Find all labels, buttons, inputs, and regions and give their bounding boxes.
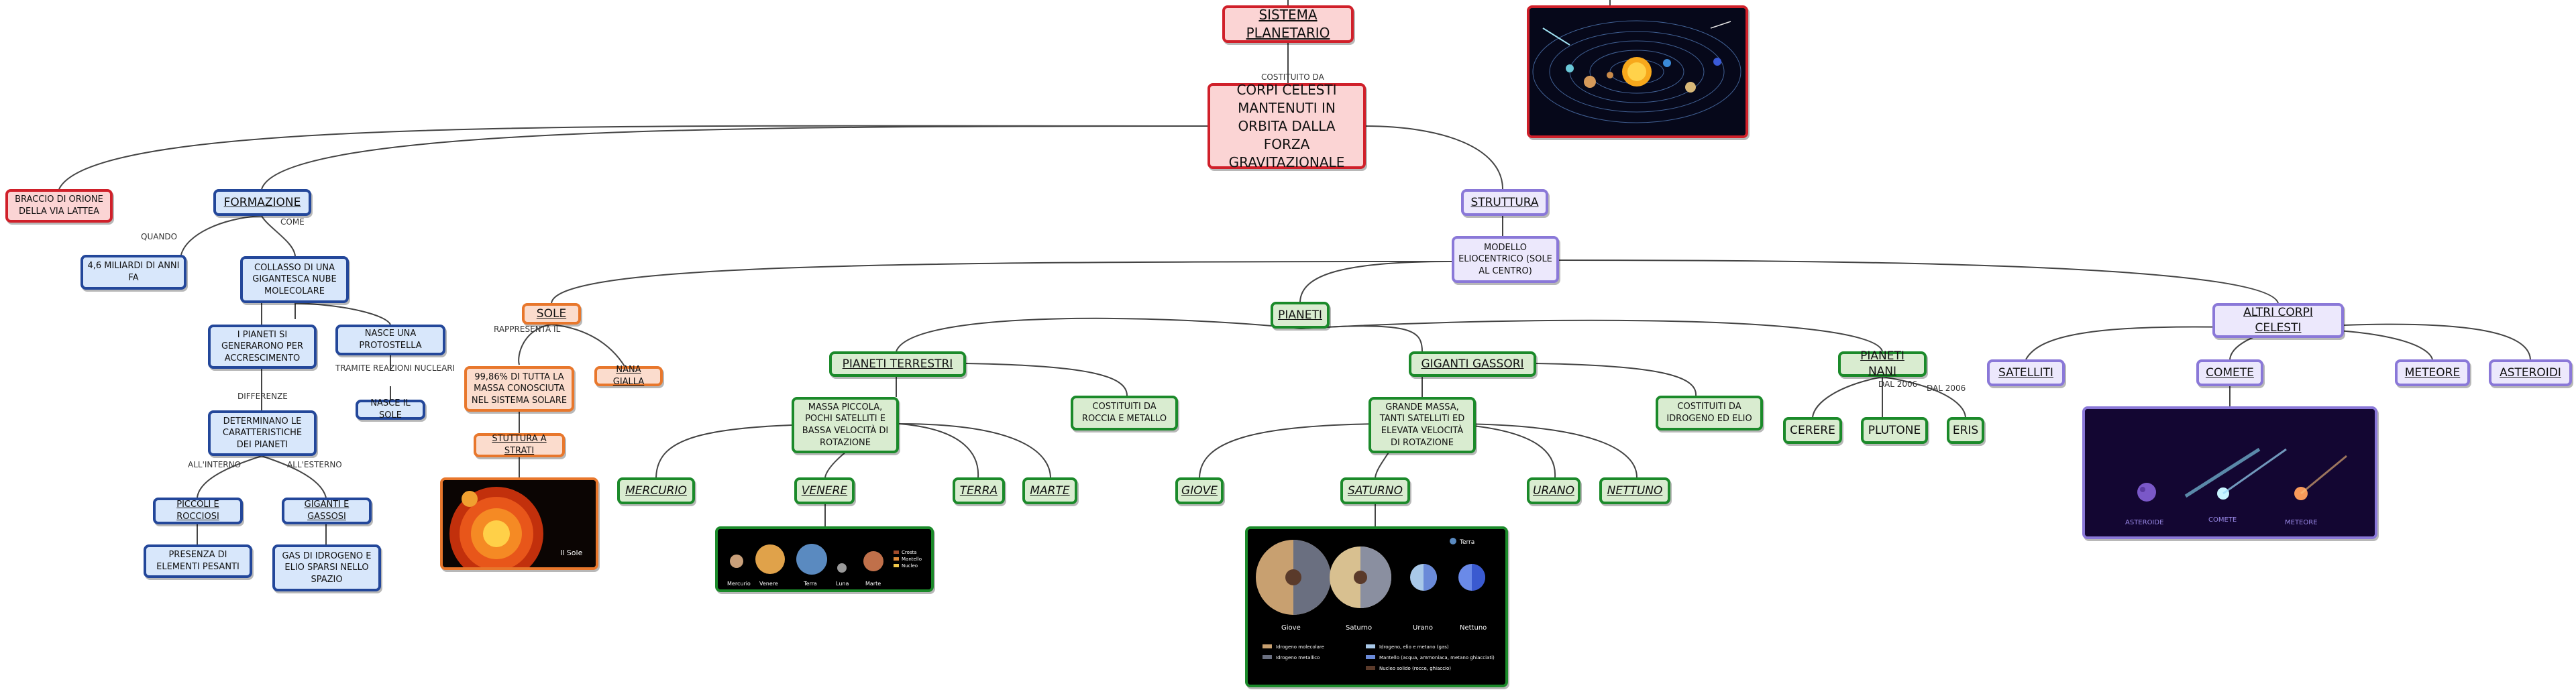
node-eris[interactable]: ERIS <box>1947 417 1984 444</box>
gas-giants-image: Terra Giove Saturno Urano Nettuno Idroge… <box>1245 526 1508 687</box>
node-massa-sole[interactable]: 99,86% DI TUTTA LA MASSA CONOSCIUTA NEL … <box>464 366 574 412</box>
node-braccio-orione[interactable]: BRACCIO DI ORIONE DELLA VIA LATTEA <box>5 189 113 223</box>
node-satelliti[interactable]: SATELLITI <box>1987 359 2065 386</box>
gas-label-2: Urano <box>1413 624 1433 632</box>
node-venere[interactable]: VENERE <box>794 477 855 504</box>
small-bodies-image: ASTEROIDE COMETE METEORE <box>2082 406 2377 539</box>
gas-label-0: Giove <box>1281 624 1301 632</box>
small-body-label-0: ASTEROIDE <box>2125 519 2163 526</box>
node-elementi-pesanti[interactable]: PRESENZA DI ELEMENTI PESANTI <box>144 544 252 578</box>
node-comete[interactable]: COMETE <box>2196 359 2263 386</box>
inner-legend-0: Crosta <box>902 550 917 555</box>
gas-legend-4: Nucleo solido (rocce, ghiaccio) <box>1379 666 1451 671</box>
node-giove[interactable]: GIOVE <box>1175 477 1224 504</box>
inner-legend-1: Mantello <box>902 557 922 562</box>
gas-image-terra: Terra <box>1459 539 1474 546</box>
node-giganti-gassori[interactable]: GIGANTI GASSORI <box>1409 351 1536 377</box>
node-struttura[interactable]: STRUTTURA <box>1461 189 1548 216</box>
inner-label-1: Venere <box>759 581 778 587</box>
node-altri-corpi-celesti[interactable]: ALTRI CORPI CELESTI <box>2212 303 2344 338</box>
node-modello-eliocentrico[interactable]: MODELLO ELIOCENTRICO (SOLE AL CENTRO) <box>1452 236 1559 283</box>
node-struttura-strati[interactable]: STUTTURA A STRATI <box>474 433 565 457</box>
node-saturno[interactable]: SATURNO <box>1340 477 1410 504</box>
node-urano[interactable]: URANO <box>1527 477 1580 504</box>
node-idrogeno-elio[interactable]: COSTITUITI DA IDROGENO ED ELIO <box>1656 396 1763 430</box>
node-nasce-sole[interactable]: NASCE IL SOLE <box>356 398 425 420</box>
node-nana-gialla[interactable]: NANA GIALLA <box>594 365 663 387</box>
node-sole[interactable]: SOLE <box>522 303 581 325</box>
node-cerere[interactable]: CERERE <box>1783 417 1842 444</box>
small-body-label-1: COMETE <box>2208 516 2237 524</box>
node-protostella[interactable]: NASCE UNA PROTOSTELLA <box>335 325 445 355</box>
inner-label-4: Marte <box>865 581 881 587</box>
node-terra[interactable]: TERRA <box>953 477 1005 504</box>
node-corpi-celesti[interactable]: CORPI CELESTI MANTENUTI IN ORBITA DALLA … <box>1208 82 1366 170</box>
node-massa-giganti[interactable]: GRANDE MASSA, TANTI SATELLITI ED ELEVATA… <box>1368 397 1476 453</box>
gas-legend-2: Idrogeno, elio e metano (gas) <box>1379 644 1449 650</box>
label-come: COME <box>280 217 305 227</box>
node-giganti-gassosi-formazione[interactable]: GIGANTI E GASSOSI <box>282 498 372 524</box>
label-tramite-reazioni: TRAMITE REAZIONI NUCLEARI <box>335 363 455 373</box>
gas-label-3: Nettuno <box>1460 624 1487 632</box>
small-body-label-2: METEORE <box>2285 519 2318 526</box>
gas-legend-3: Mantello (acqua, ammoniaca, metano ghiac… <box>1379 655 1495 660</box>
node-pianeti-nani[interactable]: PIANETI NANI <box>1838 349 1927 378</box>
label-quando: QUANDO <box>141 232 178 241</box>
node-marte[interactable]: MARTE <box>1022 477 1077 504</box>
inner-label-0: Mercurio <box>727 581 751 587</box>
node-pianeti-terrestri[interactable]: PIANETI TERRESTRI <box>829 351 966 377</box>
label-dal-2006-a: DAL 2006 <box>1878 380 1918 389</box>
node-formazione[interactable]: FORMAZIONE <box>213 189 311 216</box>
node-massa-terrestri[interactable]: MASSA PICCOLA, POCHI SATELLITI E BASSA V… <box>792 397 899 453</box>
node-sistema-planetario[interactable]: SISTEMA PLANETARIO <box>1222 5 1354 43</box>
label-differenze: DIFFERENZE <box>237 392 288 401</box>
label-interno: ALL'INTERNO <box>188 460 241 469</box>
inner-legend-2: Nucleo <box>902 563 918 569</box>
node-meteore[interactable]: METEORE <box>2395 359 2470 386</box>
label-costituito-da: COSTITUITO DA <box>1261 72 1324 82</box>
gas-legend-1: Idrogeno metallico <box>1276 655 1320 660</box>
node-asteroidi[interactable]: ASTEROIDI <box>2489 359 2572 386</box>
node-roccia-metallo[interactable]: COSTITUITI DA ROCCIA E METALLO <box>1071 396 1178 430</box>
node-determinano[interactable]: DETERMINANO LE CARATTERISTICHE DEI PIANE… <box>208 410 317 456</box>
solar-system-image <box>1527 5 1748 138</box>
node-piccoli-rocciosi[interactable]: PICCOLI E ROCCIOSI <box>153 498 243 524</box>
node-pianeti[interactable]: PIANETI <box>1271 302 1330 329</box>
node-collasso-nube[interactable]: COLLASSO DI UNA GIGANTESCA NUBE MOLECOLA… <box>240 256 349 303</box>
label-rappresenta: RAPPRESENTA IL <box>494 325 561 334</box>
gas-label-1: Saturno <box>1346 624 1372 632</box>
node-plutone[interactable]: PLUTONE <box>1861 417 1928 444</box>
inner-label-3: Luna <box>836 581 849 587</box>
node-nettuno[interactable]: NETTUNO <box>1599 477 1670 504</box>
label-dal-2006-b: DAL 2006 <box>1927 384 1966 393</box>
sun-structure-image: Il Sole <box>440 477 598 570</box>
node-4-6-miliardi[interactable]: 4,6 MILIARDI DI ANNI FA <box>80 255 186 290</box>
inner-planets-image: Mercurio Venere Terra Luna Marte Crosta … <box>715 526 934 592</box>
node-pianeti-accrescimento[interactable]: I PIANETI SI GENERARONO PER ACCRESCIMENT… <box>208 325 317 369</box>
gas-legend-0: Idrogeno molecolare <box>1276 644 1324 650</box>
node-gas-idrogeno-elio[interactable]: GAS DI IDROGENO E ELIO SPARSI NELLO SPAZ… <box>272 544 381 591</box>
inner-label-2: Terra <box>803 581 817 587</box>
node-mercurio[interactable]: MERCURIO <box>617 477 695 504</box>
sun-image-label: Il Sole <box>560 548 583 557</box>
label-esterno: ALL'ESTERNO <box>287 460 342 469</box>
